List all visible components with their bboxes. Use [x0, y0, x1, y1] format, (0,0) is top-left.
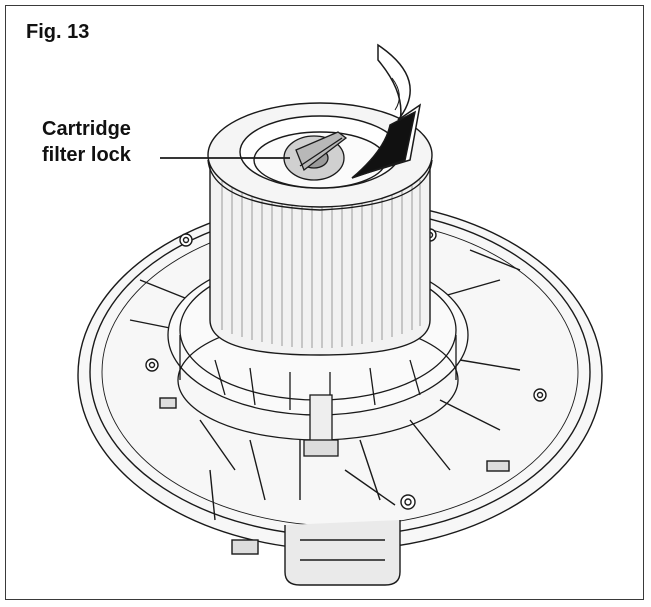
rotation-arrow-icon: [351, 43, 422, 179]
callout-line-2: filter lock: [42, 144, 131, 166]
figure-title: Fig. 13: [26, 21, 90, 43]
filter-lock-knob-icon: [283, 131, 348, 181]
callout-label: Cartridge filter lock: [42, 116, 131, 168]
callout-line-1: Cartridge: [42, 118, 131, 140]
